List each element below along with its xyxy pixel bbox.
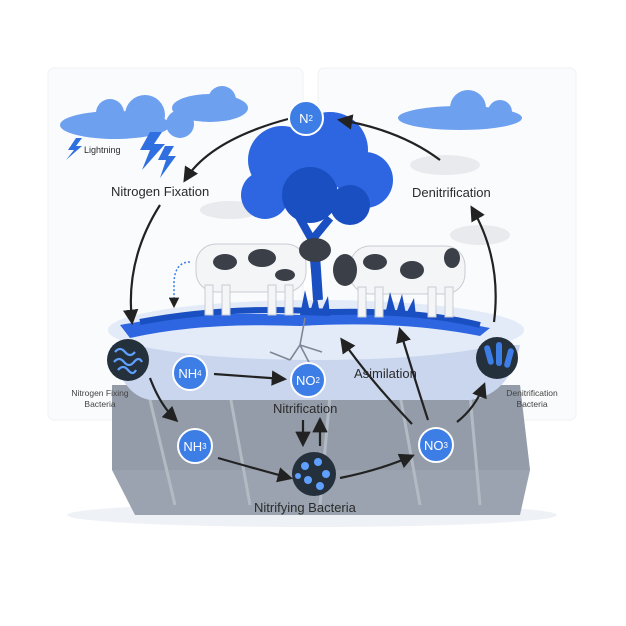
label-nitrogen-fixing-bacteria: Nitrogen Fixing Bacteria <box>60 388 140 410</box>
cloud-right <box>398 90 522 130</box>
nitrogen-fixing-bacteria-icon <box>107 339 149 381</box>
arrow-fixation-to-bacteria <box>122 204 161 326</box>
denitrification-bacteria-icon <box>476 337 518 379</box>
cloud-left <box>60 86 248 139</box>
node-nh4-subscript: 4 <box>197 368 202 378</box>
nitrifying-bacteria-icon <box>292 452 336 496</box>
arrow-no3-to-grass <box>396 327 430 421</box>
label-nitrification: Nitrification <box>273 401 338 416</box>
cow-left <box>195 238 331 316</box>
dotted-arrow <box>168 261 191 309</box>
node-n2-subscript: 2 <box>308 113 313 123</box>
lightning-icon <box>66 132 176 178</box>
node-no3-symbol: NO <box>424 437 444 453</box>
label-denitrification: Denitrification <box>412 185 491 200</box>
label-lightning: Lightning <box>84 145 121 155</box>
arrow-nitrifying-to-no3 <box>339 453 415 480</box>
node-no2-symbol: NO <box>296 372 316 388</box>
node-nh3-subscript: 3 <box>202 441 207 451</box>
grass-tufts <box>300 290 416 316</box>
arrow-nh3-to-nitrifying <box>217 456 293 483</box>
cow-right <box>333 245 466 318</box>
label-denitrification-bacteria-line1: Denitrification <box>506 388 558 398</box>
arrow-no3-to-denit-bacteria <box>456 382 487 423</box>
label-nitrogen-fixing-bacteria-line2: Bacteria <box>84 399 116 409</box>
tree <box>241 112 393 301</box>
label-nitrogen-fixation: Nitrogen Fixation <box>111 184 210 199</box>
label-nitrifying-bacteria: Nitrifying Bacteria <box>254 500 356 515</box>
label-denitrification-bacteria: Denitrification Bacteria <box>492 388 572 410</box>
node-n2-symbol: N <box>299 110 309 126</box>
arrow-no3-to-plant <box>340 337 413 425</box>
cycle-arrows <box>122 114 497 483</box>
node-no2-subscript: 2 <box>315 375 320 385</box>
arrow-n2-to-fixation <box>183 117 289 183</box>
label-nitrogen-fixing-bacteria-line1: Nitrogen Fixing <box>71 388 129 398</box>
label-asimilation: Asimilation <box>354 366 417 381</box>
ground-cliff <box>108 300 530 515</box>
tree-roots <box>269 317 323 369</box>
arrow-bacteria-to-denitrification <box>470 205 497 323</box>
node-nh4-symbol: NH <box>178 365 198 381</box>
label-denitrification-bacteria-line2: Bacteria <box>516 399 548 409</box>
node-no3-subscript: 3 <box>443 440 448 450</box>
arrow-bacteria-to-nh3 <box>148 377 179 423</box>
node-nh3-symbol: NH <box>183 438 203 454</box>
arrow-nh4-to-no2 <box>213 370 288 386</box>
arrow-denitrification-to-n2 <box>336 114 441 161</box>
